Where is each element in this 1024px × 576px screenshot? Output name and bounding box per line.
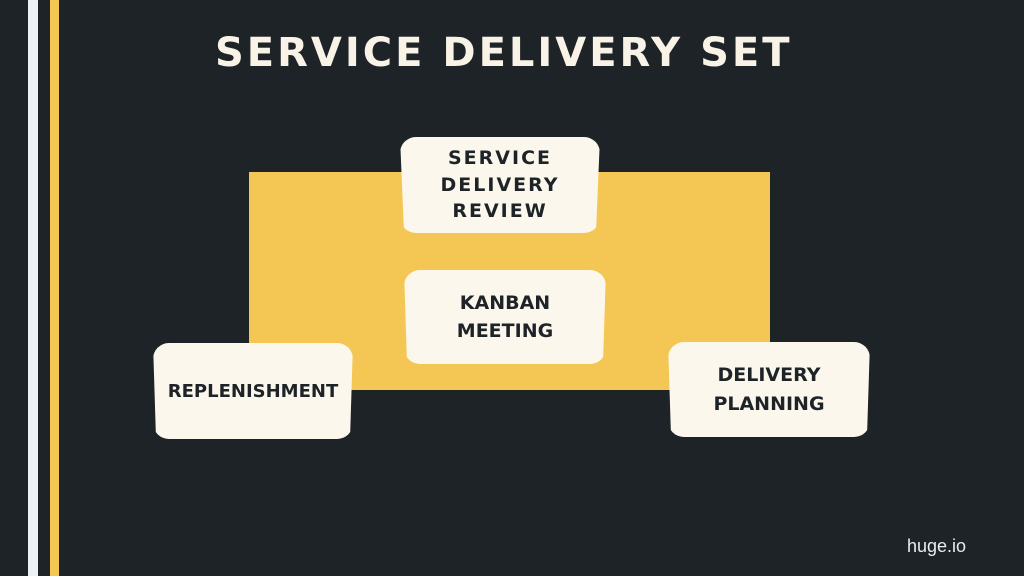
card-service-delivery-review: SERVICE DELIVERY REVIEW <box>400 137 600 233</box>
yellow-accent-stripe <box>50 0 59 576</box>
card-label: KANBAN MEETING <box>457 289 553 346</box>
card-label-line: DELIVERY <box>717 364 821 386</box>
card-label-line: MEETING <box>456 320 554 342</box>
card-label: DELIVERY PLANNING <box>713 361 824 418</box>
card-label-line: KANBAN <box>459 291 551 314</box>
card-replenishment: REPLENISHMENT <box>153 343 353 439</box>
card-label: REPLENISHMENT <box>168 381 338 402</box>
card-kanban-meeting: KANBAN MEETING <box>404 270 606 364</box>
card-label-line: SERVICE <box>448 147 552 170</box>
card-label-line: PLANNING <box>713 392 825 415</box>
slide-title: SERVICE DELIVERY SET <box>215 30 793 76</box>
white-accent-stripe <box>28 0 38 576</box>
card-label: SERVICE DELIVERY REVIEW <box>441 145 560 225</box>
card-delivery-planning: DELIVERY PLANNING <box>668 342 870 437</box>
footer-brand: huge.io <box>906 536 966 556</box>
card-label-line: DELIVERY <box>440 173 560 196</box>
card-label-line: REPLENISHMENT <box>167 380 339 402</box>
card-label-line: REVIEW <box>452 200 548 223</box>
